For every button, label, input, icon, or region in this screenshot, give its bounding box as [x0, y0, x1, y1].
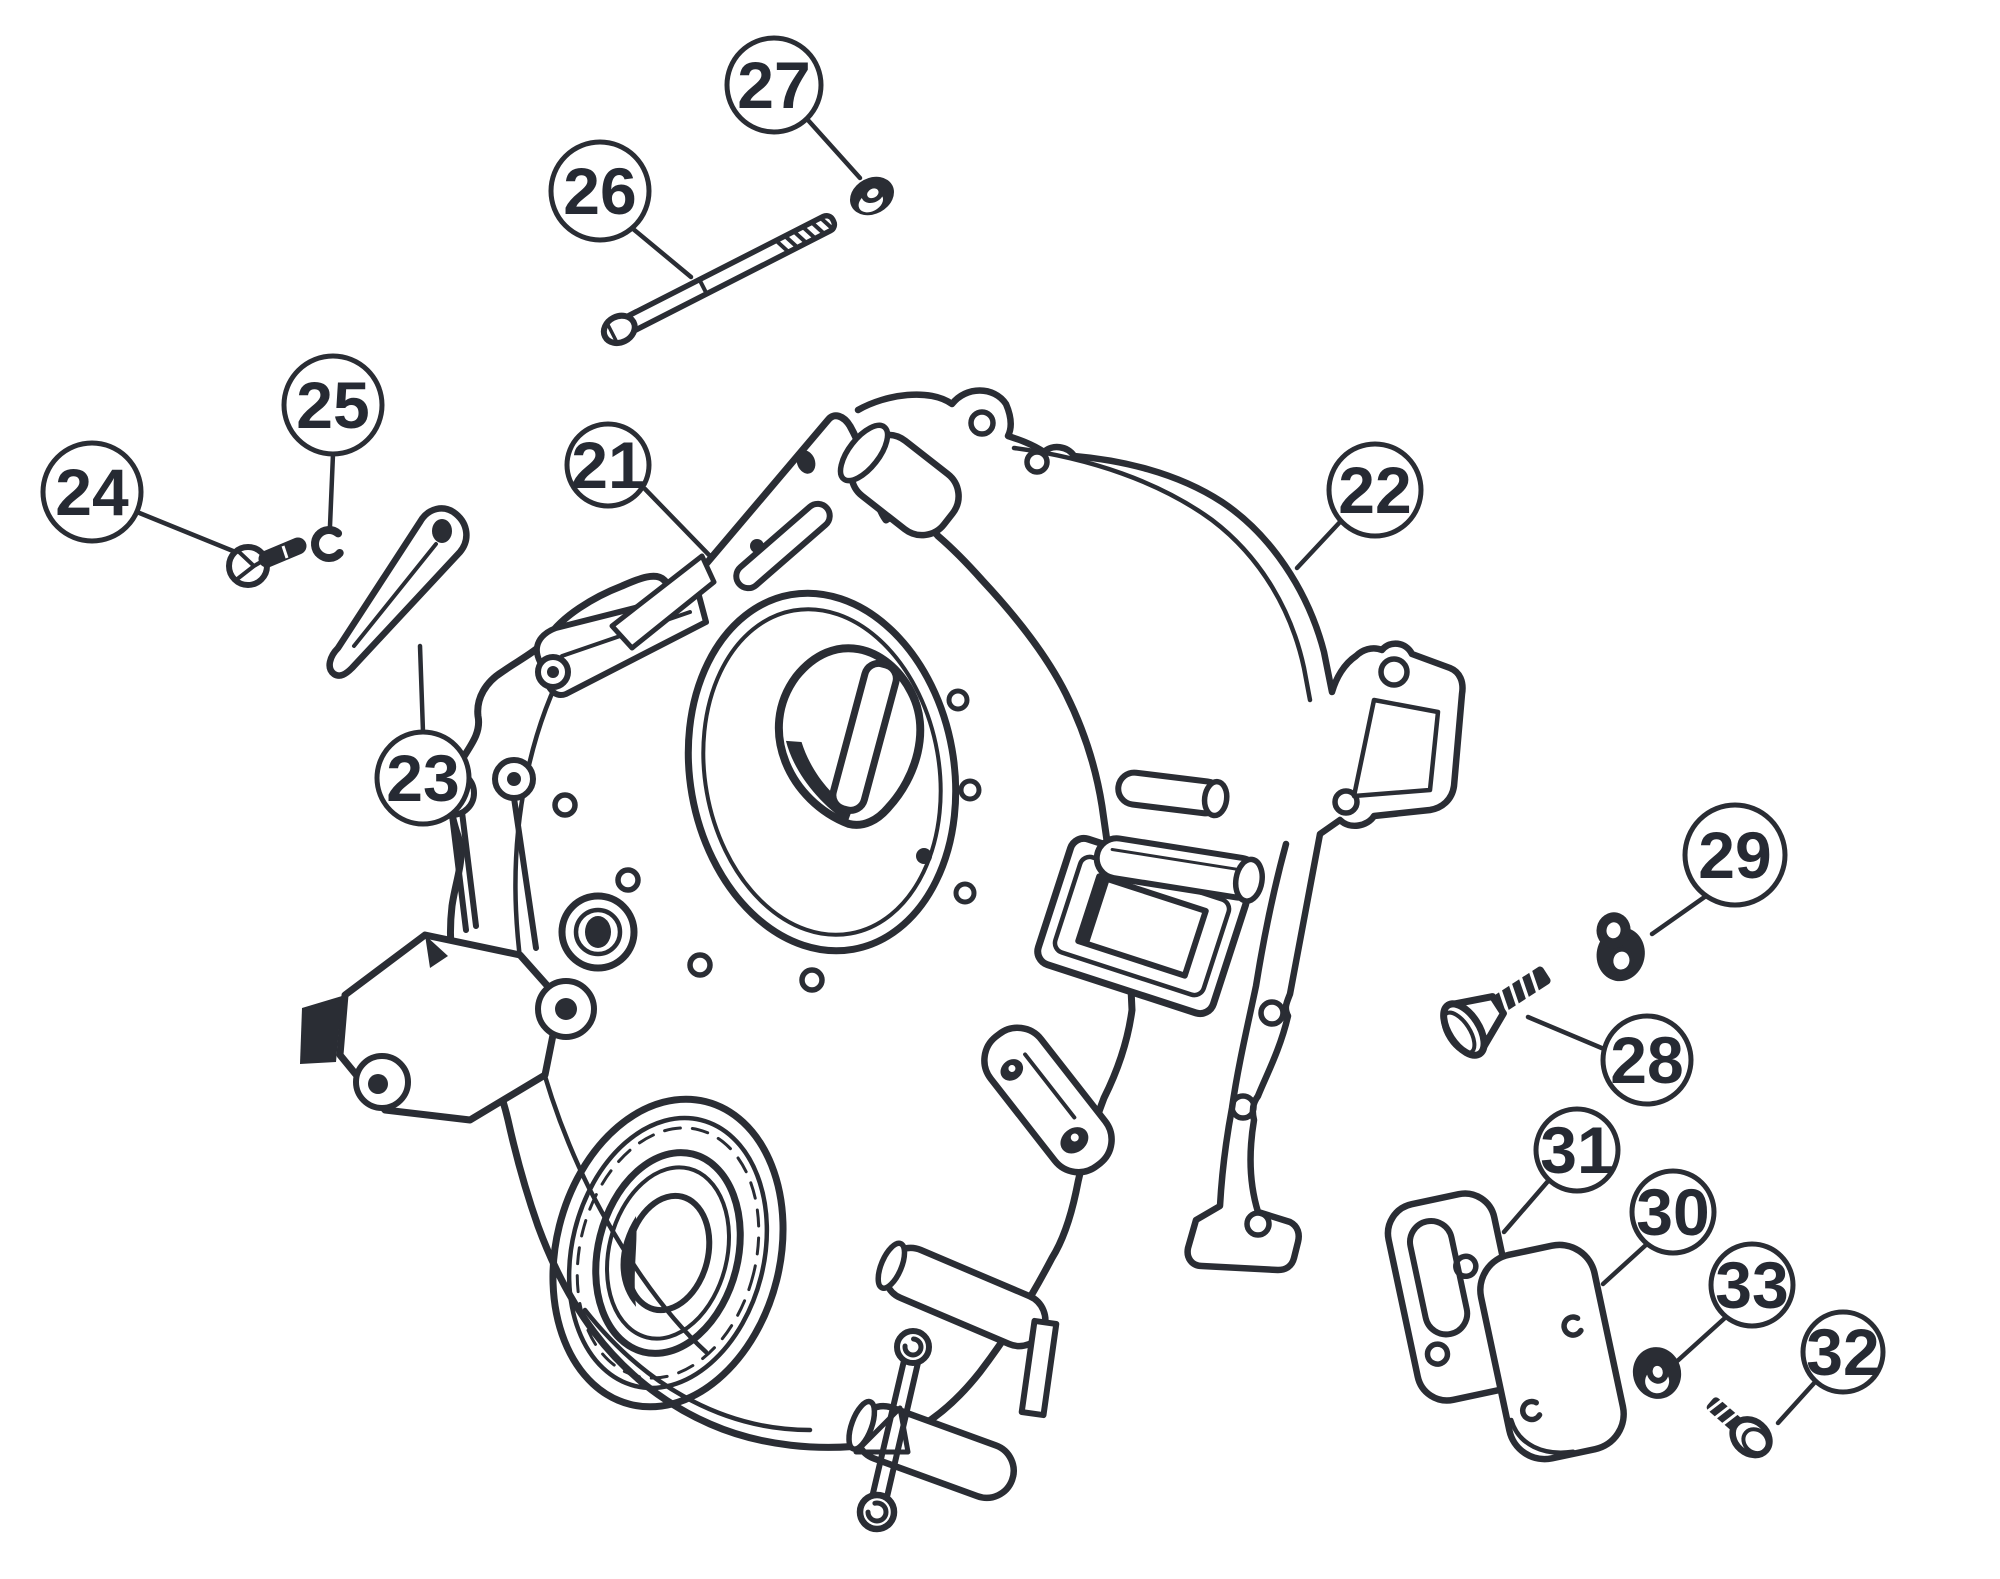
- callout-31-circle: [1533, 1106, 1621, 1194]
- callout-29-leader-line: [1649, 893, 1709, 937]
- gasket-inner-edge: [1011, 445, 1313, 703]
- callout-28-leader-line: [1525, 1014, 1607, 1052]
- crank-seal-boss: [549, 1095, 787, 1411]
- callout-24: 24: [40, 440, 236, 554]
- callout-30-circle: [1629, 1168, 1717, 1256]
- gasket-bolt-holes: [968, 409, 1410, 1238]
- callout-28-circle: [1600, 1013, 1694, 1107]
- cover-curved-slot: [733, 500, 833, 592]
- callout-22-circle: [1326, 441, 1424, 539]
- callout-31-leader-line: [1501, 1177, 1552, 1235]
- callout-32-circle: [1800, 1309, 1886, 1395]
- callout-32: 32: [1775, 1309, 1886, 1426]
- callout-27: 27: [724, 35, 863, 181]
- cover-bottom-inner-line: [582, 1307, 813, 1433]
- callout-27-circle: [724, 35, 824, 135]
- cover-hole: [750, 539, 764, 553]
- upper-left-arm: [533, 553, 717, 698]
- callout-21: 21: [564, 421, 713, 559]
- callout-23-circle: [374, 729, 472, 827]
- callout-26-circle: [548, 139, 652, 243]
- callout-21-number: 21: [571, 428, 644, 502]
- callout-21-circle: [564, 421, 652, 509]
- pump-d-opening: [775, 644, 925, 829]
- lower-bracket: [846, 1240, 1060, 1533]
- callout-24-circle: [40, 440, 144, 544]
- callout-27-number: 27: [737, 48, 810, 122]
- callout-28: 28: [1525, 1013, 1694, 1107]
- callout-33-leader-line: [1671, 1314, 1729, 1367]
- nut-29-drawing: [1596, 912, 1645, 982]
- pipe-stub-lower: [1093, 835, 1265, 904]
- mounting-pad: [981, 1024, 1115, 1176]
- callout-29-number: 29: [1698, 818, 1771, 892]
- callout-22: 22: [1294, 441, 1424, 571]
- cover-hole: [796, 450, 816, 474]
- bolt-24-drawing: [226, 537, 307, 588]
- nut-33-drawing: [1632, 1347, 1682, 1399]
- callout-28-number: 28: [1610, 1023, 1683, 1097]
- pointer-23-drawing: [326, 505, 470, 679]
- clip-25-drawing: [311, 526, 347, 562]
- callout-29: 29: [1649, 802, 1788, 937]
- callout-23-leader-line: [417, 643, 426, 735]
- callout-25: 25: [281, 353, 385, 529]
- upper-boss-cylinder: [837, 422, 962, 539]
- timing-cover-gasket-drawing: [854, 387, 1466, 1274]
- nut-27-drawing: [850, 176, 894, 216]
- callout-24-leader-line: [134, 509, 236, 554]
- callout-25-leader-line: [327, 451, 336, 529]
- callout-24-number: 24: [55, 455, 129, 529]
- bolt-28-drawing: [1440, 966, 1551, 1059]
- callout-33-circle: [1708, 1241, 1796, 1329]
- callout-31-number: 31: [1540, 1113, 1613, 1187]
- callout-26: 26: [548, 139, 694, 280]
- callout-32-leader-line: [1775, 1378, 1819, 1426]
- cover-flange-bolt-holes: [552, 688, 982, 993]
- pump-face: [684, 589, 960, 955]
- callout-26-number: 26: [563, 154, 636, 228]
- timing-cover-drawing: [300, 412, 1265, 1533]
- callout-31: 31: [1501, 1106, 1621, 1235]
- callout-30-number: 30: [1636, 1175, 1709, 1249]
- callout-22-leader-line: [1294, 519, 1343, 571]
- callout-25-circle: [281, 353, 385, 457]
- callout-27-leader-line: [804, 116, 863, 181]
- pipe-stub-upper: [1115, 769, 1230, 819]
- callout-30: 30: [1600, 1168, 1717, 1287]
- callout-29-circle: [1682, 802, 1788, 908]
- callout-23: 23: [374, 643, 472, 827]
- callout-30-leader-line: [1600, 1241, 1650, 1287]
- callout-26-leader-line: [629, 225, 694, 280]
- callout-33: 33: [1671, 1241, 1796, 1367]
- callout-33-number: 33: [1715, 1248, 1788, 1322]
- bolt-26-drawing: [600, 212, 838, 347]
- callout-21-leader-line: [642, 486, 713, 559]
- cover-hole: [916, 848, 932, 864]
- cover-plate-30-drawing: [1477, 1241, 1627, 1463]
- bolt-32-drawing: [1705, 1397, 1773, 1459]
- gasket-lobe-inner-line: [1351, 697, 1441, 799]
- callout-32-number: 32: [1806, 1315, 1879, 1389]
- callout-25-number: 25: [296, 368, 369, 442]
- callout-23-number: 23: [386, 741, 459, 815]
- callout-22-number: 22: [1338, 453, 1411, 527]
